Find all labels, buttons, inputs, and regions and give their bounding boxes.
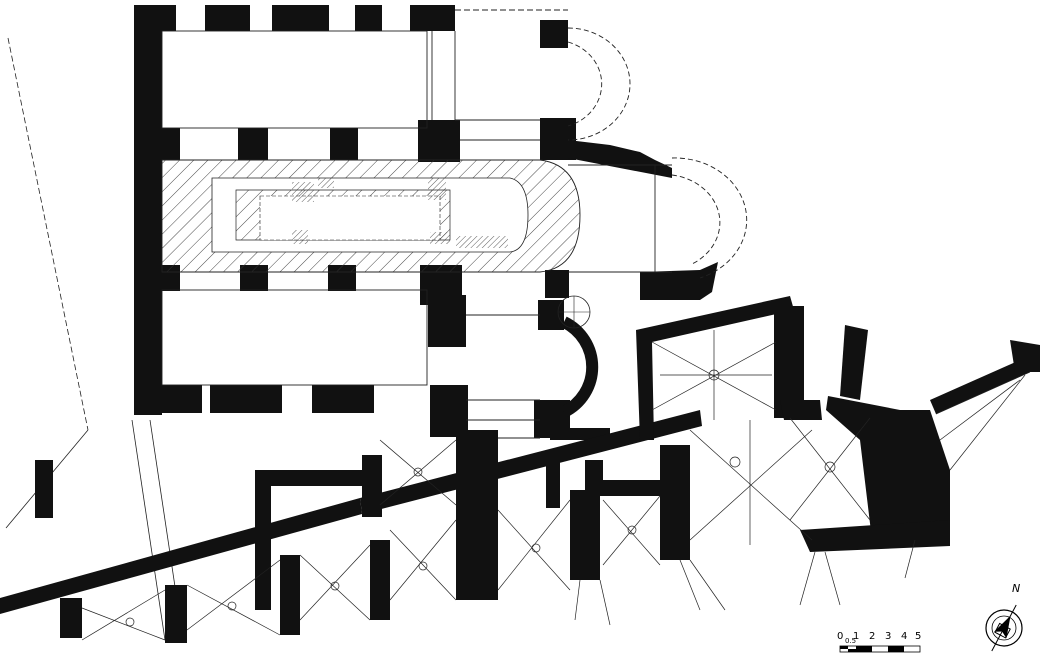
south-chapel: [550, 295, 610, 440]
scale-label-0: 0: [837, 631, 844, 642]
north-apse: [455, 9, 631, 141]
scale-label-5: 5: [915, 631, 922, 642]
church-walls: [134, 5, 718, 438]
scale-bar: [839, 645, 921, 653]
scale-label-0-5: 0.5: [845, 637, 857, 645]
main-apse: [568, 157, 748, 279]
cloister-walls: [0, 410, 702, 643]
nave-outlines: [161, 30, 540, 439]
north-arrow-icon: [985, 604, 1023, 652]
scale-label-3: 3: [885, 631, 892, 642]
scale-label-2: 2: [869, 631, 876, 642]
rib-vaults: [81, 330, 1031, 641]
scale-label-4: 4: [901, 631, 908, 642]
scale-label-1: 1: [853, 631, 860, 642]
hatched-crypt: [161, 159, 581, 273]
north-label: N: [1012, 582, 1021, 595]
east-halls-walls: [636, 296, 1040, 552]
